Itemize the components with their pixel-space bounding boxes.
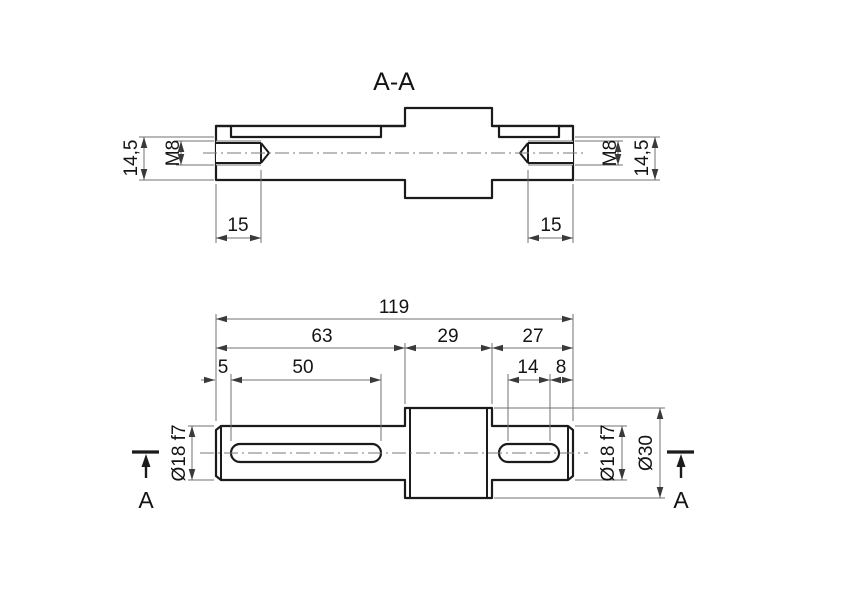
dim-label: 50 [292,357,313,378]
dim-thread-depth-left: 15 [215,170,262,243]
dim-label: 14,5 [632,140,653,177]
dim-label: 15 [227,215,248,236]
dim-label: 8 [556,357,567,378]
dim-label: M8 [163,140,184,166]
keyway-void-left [231,127,381,137]
section-arrow-right: A [667,450,694,513]
dim-label: 14,5 [121,140,142,177]
dim-label: Ø18 f7 [169,424,190,481]
dim-label: Ø18 f7 [598,424,619,481]
keyway-slot-left [229,442,383,464]
dim-diameter-right: Ø18 f7 [575,424,627,482]
dim-right-segment: 27 [492,326,573,352]
dim-label: 15 [540,215,561,236]
dim-thread-left: M8 [163,140,214,166]
side-view: 119 63 29 27 5 50 [132,297,694,513]
dim-height-left: 14,5 [121,136,214,181]
threaded-hole-left [216,140,271,166]
dim-label: 63 [311,326,332,347]
dim-thread-right: M8 [575,140,623,166]
dim-label: M8 [600,140,621,166]
dim-keyway-length-right: 14 [507,357,551,441]
dim-hub-width: 29 [405,326,493,404]
dim-height-right: 14,5 [575,136,660,181]
section-view-a-a: A-A 14,5 [121,68,660,243]
dim-hub-diameter: Ø30 [494,407,665,499]
dim-keyway-length-left: 50 [231,357,382,441]
dim-total-length: 119 [215,297,574,421]
section-arrow-label: A [138,487,154,513]
dim-label: 5 [218,357,229,378]
dim-thread-depth-right: 15 [527,170,574,243]
dim-label: 29 [437,326,458,347]
section-title: A-A [373,68,415,96]
keyway-floor-left [229,124,383,139]
keyway-floor-right [497,124,561,139]
arrow-up-icon [141,454,151,467]
arrow-up-icon [676,454,686,467]
dim-label: 27 [522,326,543,347]
dim-keyway-offset-right: 8 [550,357,573,384]
dim-diameter-left: Ø18 f7 [169,424,214,482]
dim-label: 14 [517,357,539,378]
section-arrow-label: A [673,487,689,513]
dim-left-segment: 63 [216,326,406,404]
shaft-outline [214,406,575,500]
shaft-section-body [214,106,575,200]
dim-label: Ø30 [636,435,657,471]
hole-void [216,141,269,165]
section-arrow-left: A [132,450,159,513]
dim-keyway-offset-left: 5 [201,357,232,441]
dim-label: 119 [379,297,409,318]
keyway-void-right [499,127,559,137]
keyway-slot-right [497,442,561,464]
